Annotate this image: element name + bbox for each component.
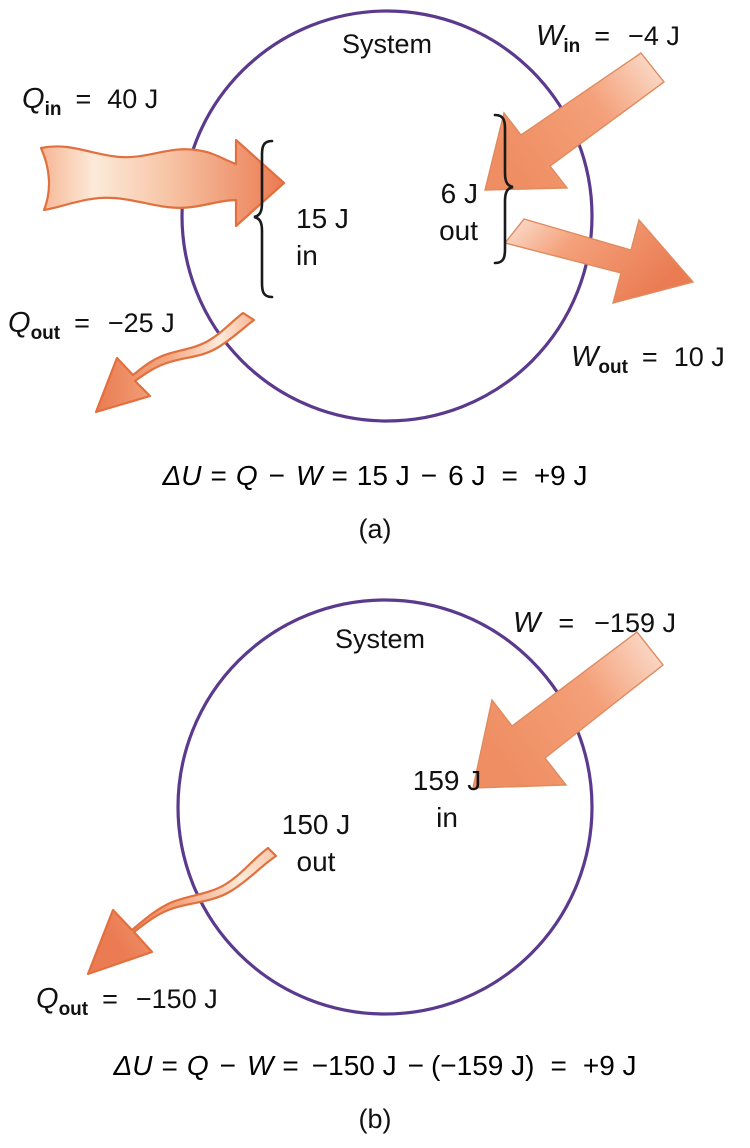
net-work-direction-b: in [436, 802, 458, 833]
panel-letter-b: (b) [359, 1104, 392, 1134]
panel-a: System 15 J in 6 J out Qin=40 J [8, 9, 725, 544]
system-label-b: System [335, 624, 425, 654]
net-work-value-a: 6 J [441, 178, 478, 209]
panel-letter-a: (a) [359, 514, 392, 544]
work-in-arrow-b [472, 631, 664, 789]
net-heat-brace-a [253, 139, 274, 299]
system-label-a: System [342, 29, 432, 59]
work-label-b: W=−159 J [513, 607, 676, 639]
heat-in-label-a: Qin=40 J [22, 83, 158, 120]
system-boundary-circle-b [176, 598, 594, 1016]
net-heat-value-b: 150 J [282, 809, 351, 840]
heat-out-label-b: Qout=−150 J [36, 983, 218, 1020]
heat-out-arrow-b [86, 846, 278, 976]
work-in-label-a: Win=−4 J [536, 20, 680, 57]
heat-in-arrow-a [39, 138, 286, 228]
net-work-value-b: 159 J [413, 765, 482, 796]
net-heat-direction-a: in [296, 240, 318, 271]
work-in-arrow-a [484, 52, 665, 191]
heat-out-label-a: Qout=−25 J [8, 307, 175, 344]
panel-b: System 159 J in 150 J out W=−159 J Qout=… [36, 598, 676, 1134]
heat-out-arrow-a [94, 311, 256, 414]
energy-equation-b: ΔU=Q−W=−150 J−(−159 J)=+9 J [112, 1050, 636, 1081]
net-work-brace-a [493, 113, 514, 265]
system-boundary-circle-a [180, 9, 594, 423]
work-out-label-a: Wout=10 J [571, 341, 725, 378]
net-heat-direction-b: out [297, 846, 336, 877]
work-out-arrow-a [503, 218, 695, 304]
energy-equation-a: ΔU=Q−W=15 J−6 J=+9 J [161, 460, 587, 491]
net-heat-value-a: 15 J [296, 203, 349, 234]
net-work-direction-a: out [439, 215, 478, 246]
